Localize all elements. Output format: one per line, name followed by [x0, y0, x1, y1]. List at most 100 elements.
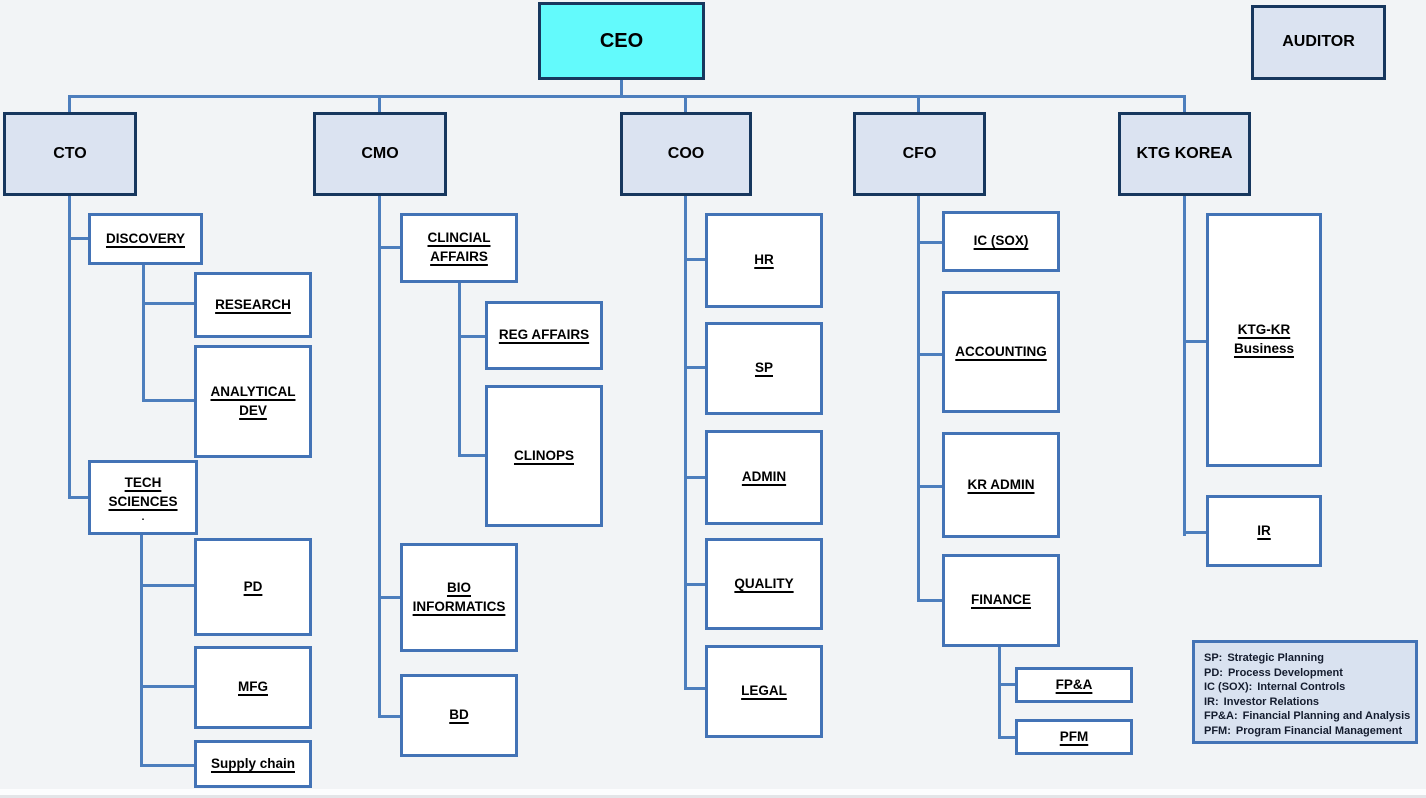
connector-kr-admin — [917, 485, 942, 488]
node-tech-sciences: TECH SCIENCES . — [88, 460, 198, 535]
connector-admin — [684, 476, 705, 479]
node-legal: LEGAL — [705, 645, 823, 738]
legend-abbr: PD: — [1204, 666, 1223, 679]
legend-item-sp: SP:Strategic Planning — [1204, 651, 1406, 666]
node-fpa: FP&A — [1015, 667, 1133, 703]
connector-accounting — [917, 353, 942, 356]
node-bd: BD — [400, 674, 518, 757]
connector-coo-trunk — [684, 196, 687, 690]
node-accounting-label: ACCOUNTING — [955, 343, 1047, 359]
connector-clinops — [458, 454, 485, 457]
connector-fpa — [998, 683, 1015, 686]
connector-top-bus — [70, 95, 1186, 98]
node-auditor-label: AUDITOR — [1282, 33, 1355, 51]
node-kr-admin: KR ADMIN — [942, 432, 1060, 538]
node-mfg: MFG — [194, 646, 312, 729]
node-reg-affairs-label: REG AFFAIRS — [498, 327, 590, 343]
node-cto: CTO — [3, 112, 137, 196]
connector-cmo-trunk — [378, 196, 381, 718]
connector-finance — [917, 599, 942, 602]
connector-cfo-trunk — [917, 196, 920, 602]
connector-clin-affairs-trunk — [458, 283, 461, 457]
connector-bd — [378, 715, 400, 718]
node-pd: PD — [194, 538, 312, 636]
node-clincial-affairs: CLINCIAL AFFAIRS — [400, 213, 518, 283]
node-ktg-kr-business: KTG-KR Business — [1206, 213, 1322, 467]
connector-reg-affairs — [458, 335, 485, 338]
node-fpa-label: FP&A — [1055, 676, 1093, 692]
node-ic-sox: IC (SOX) — [942, 211, 1060, 272]
node-clinops-label: CLINOPS — [513, 447, 574, 463]
node-sp-label: SP — [754, 360, 773, 376]
legend-def: Process Development — [1227, 666, 1343, 679]
node-ir: IR — [1206, 495, 1322, 567]
node-cto-label: CTO — [53, 144, 87, 162]
node-cfo-label: CFO — [902, 144, 937, 162]
node-legal-label: LEGAL — [741, 683, 787, 699]
legend-def: Internal Controls — [1257, 681, 1346, 694]
node-tech-sciences-label: TECH SCIENCES — [108, 474, 178, 509]
connector-legal — [684, 687, 705, 690]
legend-abbr: IR: — [1204, 695, 1219, 708]
legend-item-pfm: PFM:Program Financial Management — [1204, 724, 1406, 739]
node-pfm: PFM — [1015, 719, 1133, 755]
connector-supply-chain — [140, 764, 194, 767]
connector-tech-sciences — [68, 496, 88, 499]
connector-drop-cto — [68, 95, 71, 112]
node-quality-label: QUALITY — [734, 575, 794, 591]
abbreviation-legend: SP:Strategic Planning PD: Process Develop… — [1192, 640, 1418, 744]
node-research: RESEARCH — [194, 272, 312, 338]
legend-abbr: IC (SOX): — [1204, 681, 1253, 694]
connector-pfm — [998, 736, 1015, 739]
legend-def: Financial Planning and Analysis — [1242, 710, 1411, 723]
connector-drop-cmo — [378, 95, 381, 112]
connector-ceo-stem — [620, 78, 623, 96]
node-accounting: ACCOUNTING — [942, 291, 1060, 413]
node-admin: ADMIN — [705, 430, 823, 525]
node-sp: SP — [705, 322, 823, 415]
node-supply-chain-label: Supply chain — [210, 755, 295, 771]
node-finance-label: FINANCE — [971, 592, 1031, 608]
bottom-edge-strip — [0, 789, 1426, 798]
node-pd-label: PD — [243, 578, 263, 594]
node-cmo-label: CMO — [361, 144, 399, 162]
node-ktg-korea: KTG KOREA — [1118, 112, 1251, 196]
node-ic-sox-label: IC (SOX) — [973, 233, 1029, 249]
node-reg-affairs: REG AFFAIRS — [485, 301, 603, 370]
legend-item-fpa: FP&A: Financial Planning and Analysis — [1204, 709, 1410, 724]
legend-abbr: FP&A: — [1204, 710, 1238, 723]
node-analytical-dev-label: ANALYTICAL DEV — [210, 383, 296, 418]
legend-def: Strategic Planning — [1227, 652, 1324, 664]
node-ceo-label: CEO — [599, 30, 644, 52]
node-analytical-dev: ANALYTICAL DEV — [194, 345, 312, 458]
connector-bio-informatics — [378, 596, 400, 599]
connector-research — [142, 302, 194, 305]
connector-drop-ktg — [1183, 95, 1186, 112]
connector-analytical-dev — [142, 399, 194, 402]
node-ktg-korea-label: KTG KOREA — [1136, 144, 1233, 162]
node-ceo: CEO — [538, 2, 705, 80]
connector-cto-trunk — [68, 196, 71, 499]
node-finance: FINANCE — [942, 554, 1060, 647]
connector-sp — [684, 366, 705, 369]
node-auditor: AUDITOR — [1251, 5, 1386, 80]
connector-tech-trunk — [140, 535, 143, 767]
connector-ic-sox — [917, 241, 942, 244]
connector-quality — [684, 583, 705, 586]
node-pfm-label: PFM — [1059, 728, 1089, 744]
node-hr-label: HR — [754, 252, 774, 268]
node-discovery-label: DISCOVERY — [105, 230, 186, 246]
connector-ir — [1183, 531, 1206, 534]
node-coo: COO — [620, 112, 752, 196]
connector-clincial-affairs — [378, 246, 400, 249]
legend-abbr: PFM: — [1204, 724, 1231, 737]
node-clinops: CLINOPS — [485, 385, 603, 527]
node-ktg-kr-business-label: KTG-KR Business — [1233, 322, 1295, 356]
connector-finance-trunk — [998, 647, 1001, 739]
node-tech-sciences-note: . — [141, 512, 145, 524]
node-bio-informatics: BIO INFORMATICS — [400, 543, 518, 652]
connector-discovery-trunk — [142, 265, 145, 402]
node-bd-label: BD — [449, 707, 469, 723]
node-hr: HR — [705, 213, 823, 308]
